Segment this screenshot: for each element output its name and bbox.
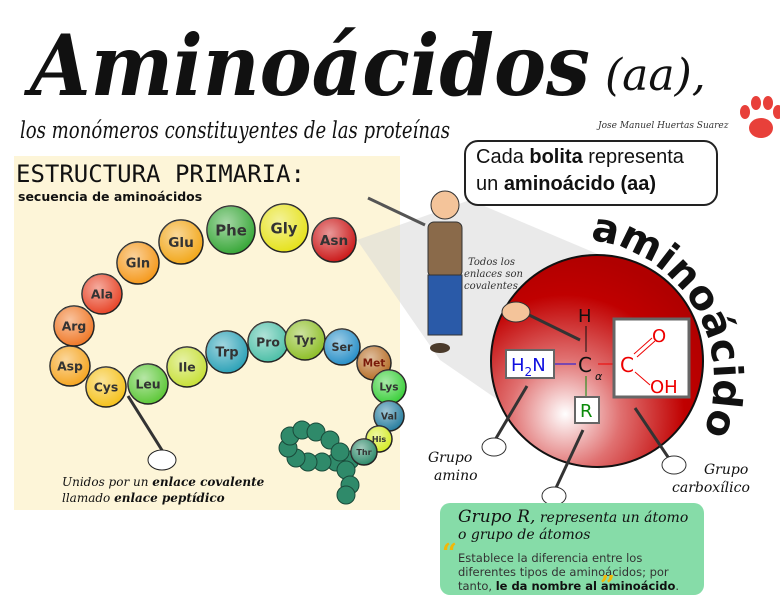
- hand-icon: [661, 455, 687, 475]
- bead-label: Ile: [178, 359, 195, 374]
- bond-note-line1: Unidos por un enlace covalente: [62, 475, 265, 489]
- amino-acid-structure: H C α H2N R C O OH: [505, 306, 691, 424]
- carboxyl-group-box: [612, 317, 691, 399]
- amino-acid-bead-gly: Gly: [259, 203, 309, 253]
- carboxyl-carbon: C: [620, 353, 634, 377]
- oxygen-atom: O: [652, 326, 666, 347]
- label-carboxyl-2: carboxílico: [672, 480, 750, 496]
- main-title: Aminoácidos: [23, 16, 590, 115]
- bead-label: Lys: [379, 382, 398, 394]
- alpha-carbon: C: [578, 353, 592, 377]
- bead-label: Thr: [356, 448, 371, 457]
- amino-group-formula: H2N: [511, 355, 546, 379]
- tail-bead: [330, 442, 350, 462]
- hydrogen-atom: H: [578, 306, 592, 327]
- bead-label: Asn: [320, 233, 348, 249]
- r-group-box: [574, 396, 600, 424]
- hand-icon: [481, 437, 507, 457]
- pointer-pens: [493, 311, 672, 491]
- amino-acid-bead-tyr: Tyr: [284, 319, 326, 361]
- bead-label: Tyr: [294, 332, 316, 347]
- amino-acid-bead-val: Val: [373, 400, 405, 432]
- amino-acid-bead-gln: Gln: [116, 241, 160, 285]
- cartoon-character: [367, 190, 463, 353]
- amino-acid-bead-pro: Pro: [247, 321, 289, 363]
- bead-label: Ala: [91, 286, 113, 301]
- label-amino-1: Grupo: [428, 450, 472, 466]
- hydroxyl: OH: [650, 377, 678, 398]
- amino-acid-bead-asn: Asn: [311, 217, 357, 263]
- chain-tail: [278, 420, 360, 505]
- close-quote-icon: ”: [600, 571, 615, 601]
- amino-acid-bead-ser: Ser: [323, 328, 361, 366]
- speech-bubble: Cada bolita representa un aminoácido (aa…: [464, 140, 718, 206]
- bead-label: Phe: [215, 221, 247, 239]
- bead-label: Leu: [135, 376, 160, 391]
- amino-acid-bead-phe: Phe: [206, 205, 256, 255]
- bead-label: Val: [381, 411, 397, 422]
- covalent-note-1: Todos los: [468, 257, 515, 268]
- amino-acid-bead-trp: Trp: [205, 330, 249, 374]
- r-group-body: Establece la diferencia entre los difere…: [458, 551, 680, 593]
- label-carboxyl-1: Grupo: [704, 462, 748, 478]
- section-title: ESTRUCTURA PRIMARIA:: [16, 160, 305, 188]
- bead-label: Glu: [168, 235, 194, 251]
- section-subtitle: secuencia de aminoácidos: [18, 189, 202, 204]
- bond-note-line2: llamado enlace peptídico: [62, 491, 225, 505]
- covalent-note-3: covalentes: [464, 281, 518, 292]
- alpha-symbol: α: [595, 370, 603, 383]
- title-suffix: (aa),: [605, 50, 706, 101]
- hand-icon: [501, 301, 531, 323]
- amino-acid-ball: [490, 254, 704, 468]
- amino-acid-bead-asp: Asp: [49, 345, 91, 387]
- amino-acid-bead-glu: Glu: [158, 219, 204, 265]
- author: Jose Manuel Huertas Suarez: [596, 121, 729, 131]
- bead-label: Trp: [215, 346, 238, 361]
- bead-label: Cys: [94, 379, 119, 394]
- bead-label: Pro: [256, 334, 280, 349]
- amino-acid-bead-leu: Leu: [127, 363, 169, 405]
- r-group-label: R: [580, 401, 593, 422]
- amino-acid-bead-ile: Ile: [166, 346, 208, 388]
- amino-acid-bead-lys: Lys: [371, 369, 407, 405]
- bead-label: Asp: [57, 358, 83, 373]
- amino-acid-bead-arg: Arg: [53, 305, 95, 347]
- amino-acid-bead-ala: Ala: [81, 273, 123, 315]
- open-quote-icon: “: [442, 539, 457, 569]
- amino-acid-bead-cys: Cys: [85, 366, 127, 408]
- tail-bead: [336, 485, 356, 505]
- bead-label: Met: [363, 358, 386, 370]
- bead-label: Gly: [270, 219, 297, 237]
- amino-group-box: [505, 349, 555, 379]
- subtitle: los monómeros constituyentes de las prot…: [20, 118, 450, 144]
- covalent-note-2: enlaces son: [464, 269, 523, 280]
- bead-label: Gln: [126, 257, 150, 272]
- amino-acid-bead-thr: Thr: [350, 438, 378, 466]
- bead-label: Arg: [62, 318, 87, 333]
- bead-label: Ser: [331, 341, 353, 354]
- label-amino-2: amino: [434, 468, 478, 484]
- paw-logo-icon: [740, 96, 780, 138]
- bead-label: His: [372, 435, 386, 444]
- pointing-hand-icon: [126, 395, 177, 471]
